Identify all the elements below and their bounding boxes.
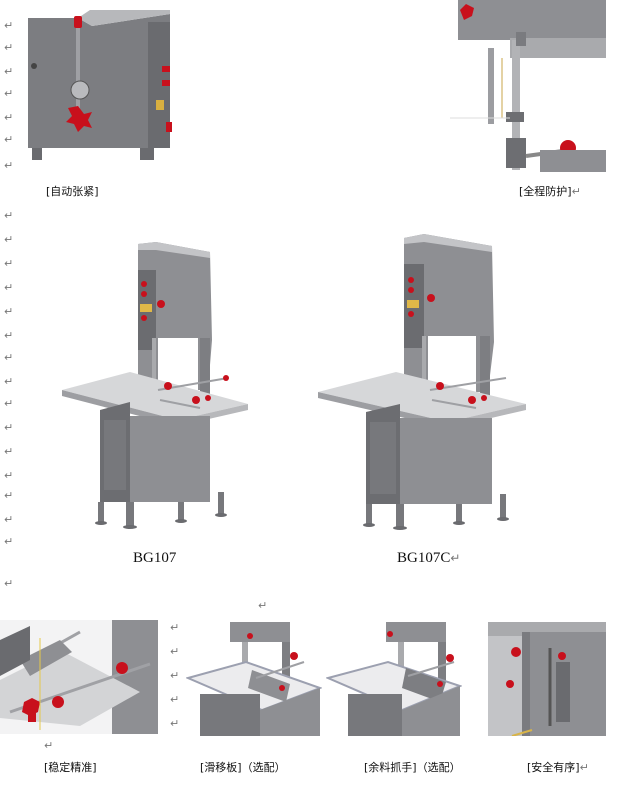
caption-safe-orderly: [安全有序]↵ [527,762,589,773]
paragraph-mark: ↵ [4,351,14,364]
caption-stable-precise: [稳定精准] [44,761,97,774]
caption-safe-orderly-text: [安全有序] [527,761,580,774]
paragraph-mark: ↵ [4,19,14,32]
paragraph-mark: ↵ [170,645,180,658]
paragraph-mark: ↵ [170,717,180,730]
model-label-bg107c: BG107C↵ [397,550,460,567]
paragraph-mark: ↵ [4,305,14,318]
paragraph-mark: ↵ [450,551,461,565]
paragraph-mark: ↵ [4,445,14,458]
paragraph-mark: ↵ [4,375,14,388]
paragraph-mark: ↵ [571,185,581,198]
paragraph-mark: ↵ [4,257,14,270]
paragraph-mark: ↵ [4,329,14,342]
paragraph-mark: ↵ [170,621,180,634]
paragraph-mark: ↵ [4,41,14,54]
paragraph-mark: ↵ [4,281,14,294]
model-label-bg107: BG107 [133,550,177,566]
remainder-gripper-image [326,622,462,736]
paragraph-mark: ↵ [4,469,14,482]
paragraph-mark: ↵ [4,421,14,434]
paragraph-mark: ↵ [44,739,54,752]
paragraph-mark: ↵ [170,693,180,706]
bg107-machine-image [60,240,250,530]
paragraph-mark: ↵ [4,133,14,146]
safe-orderly-image [488,622,606,736]
paragraph-mark: ↵ [4,489,14,502]
paragraph-mark: ↵ [4,233,14,246]
paragraph-mark: ↵ [4,397,14,410]
caption-auto-tension: [自动张紧] [46,185,99,198]
full-protection-image [450,0,606,172]
paragraph-mark: ↵ [4,535,14,548]
bg107c-machine-image [316,232,528,530]
paragraph-mark: ↵ [4,209,14,222]
paragraph-mark: ↵ [4,111,14,124]
paragraph-mark: ↵ [4,577,14,590]
paragraph-mark: ↵ [258,599,268,612]
stable-precise-image [0,620,158,734]
caption-full-protection: [全程防护]↵ [519,186,581,197]
caption-full-protection-text: [全程防护] [519,185,572,198]
paragraph-mark: ↵ [4,87,14,100]
paragraph-mark: ↵ [4,65,14,78]
paragraph-mark: ↵ [4,159,14,172]
model-label-bg107c-text: BG107C [397,550,451,566]
paragraph-mark: ↵ [170,669,180,682]
caption-sliding-plate: [滑移板]（选配） [200,761,286,774]
auto-tension-image [20,8,172,160]
sliding-plate-image [186,622,322,736]
paragraph-mark: ↵ [579,761,589,774]
caption-remainder-gripper: [余料抓手]（选配） [364,761,461,774]
paragraph-mark: ↵ [4,513,14,526]
